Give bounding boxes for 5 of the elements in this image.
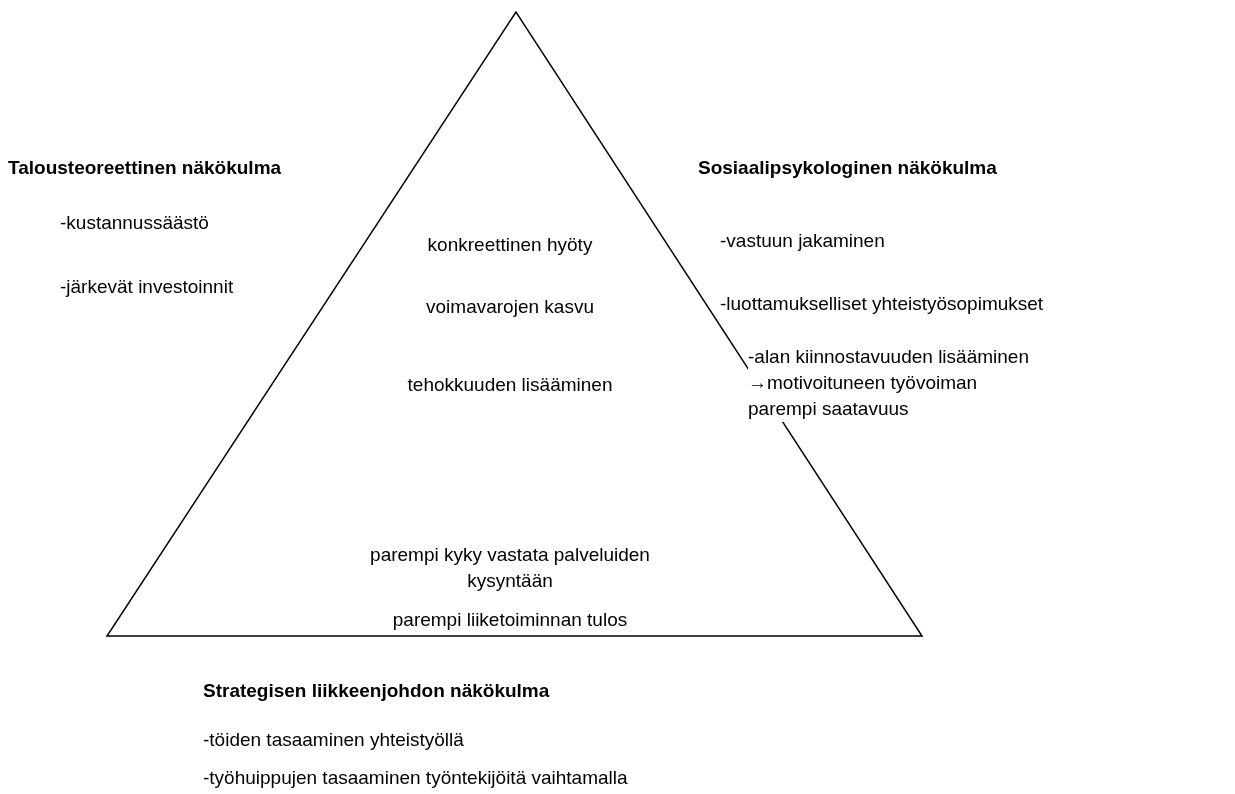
triangle-text: voimavarojen kasvu [425, 295, 595, 319]
triangle-text: tehokkuuden lisääminen [406, 373, 614, 397]
triangle-text: parempi liiketoiminnan tulos [391, 608, 629, 632]
triangle-text: konkreettinen hyöty [426, 233, 594, 257]
triangle-text: parempi kyky vastata palveluiden kysyntään [369, 543, 651, 593]
